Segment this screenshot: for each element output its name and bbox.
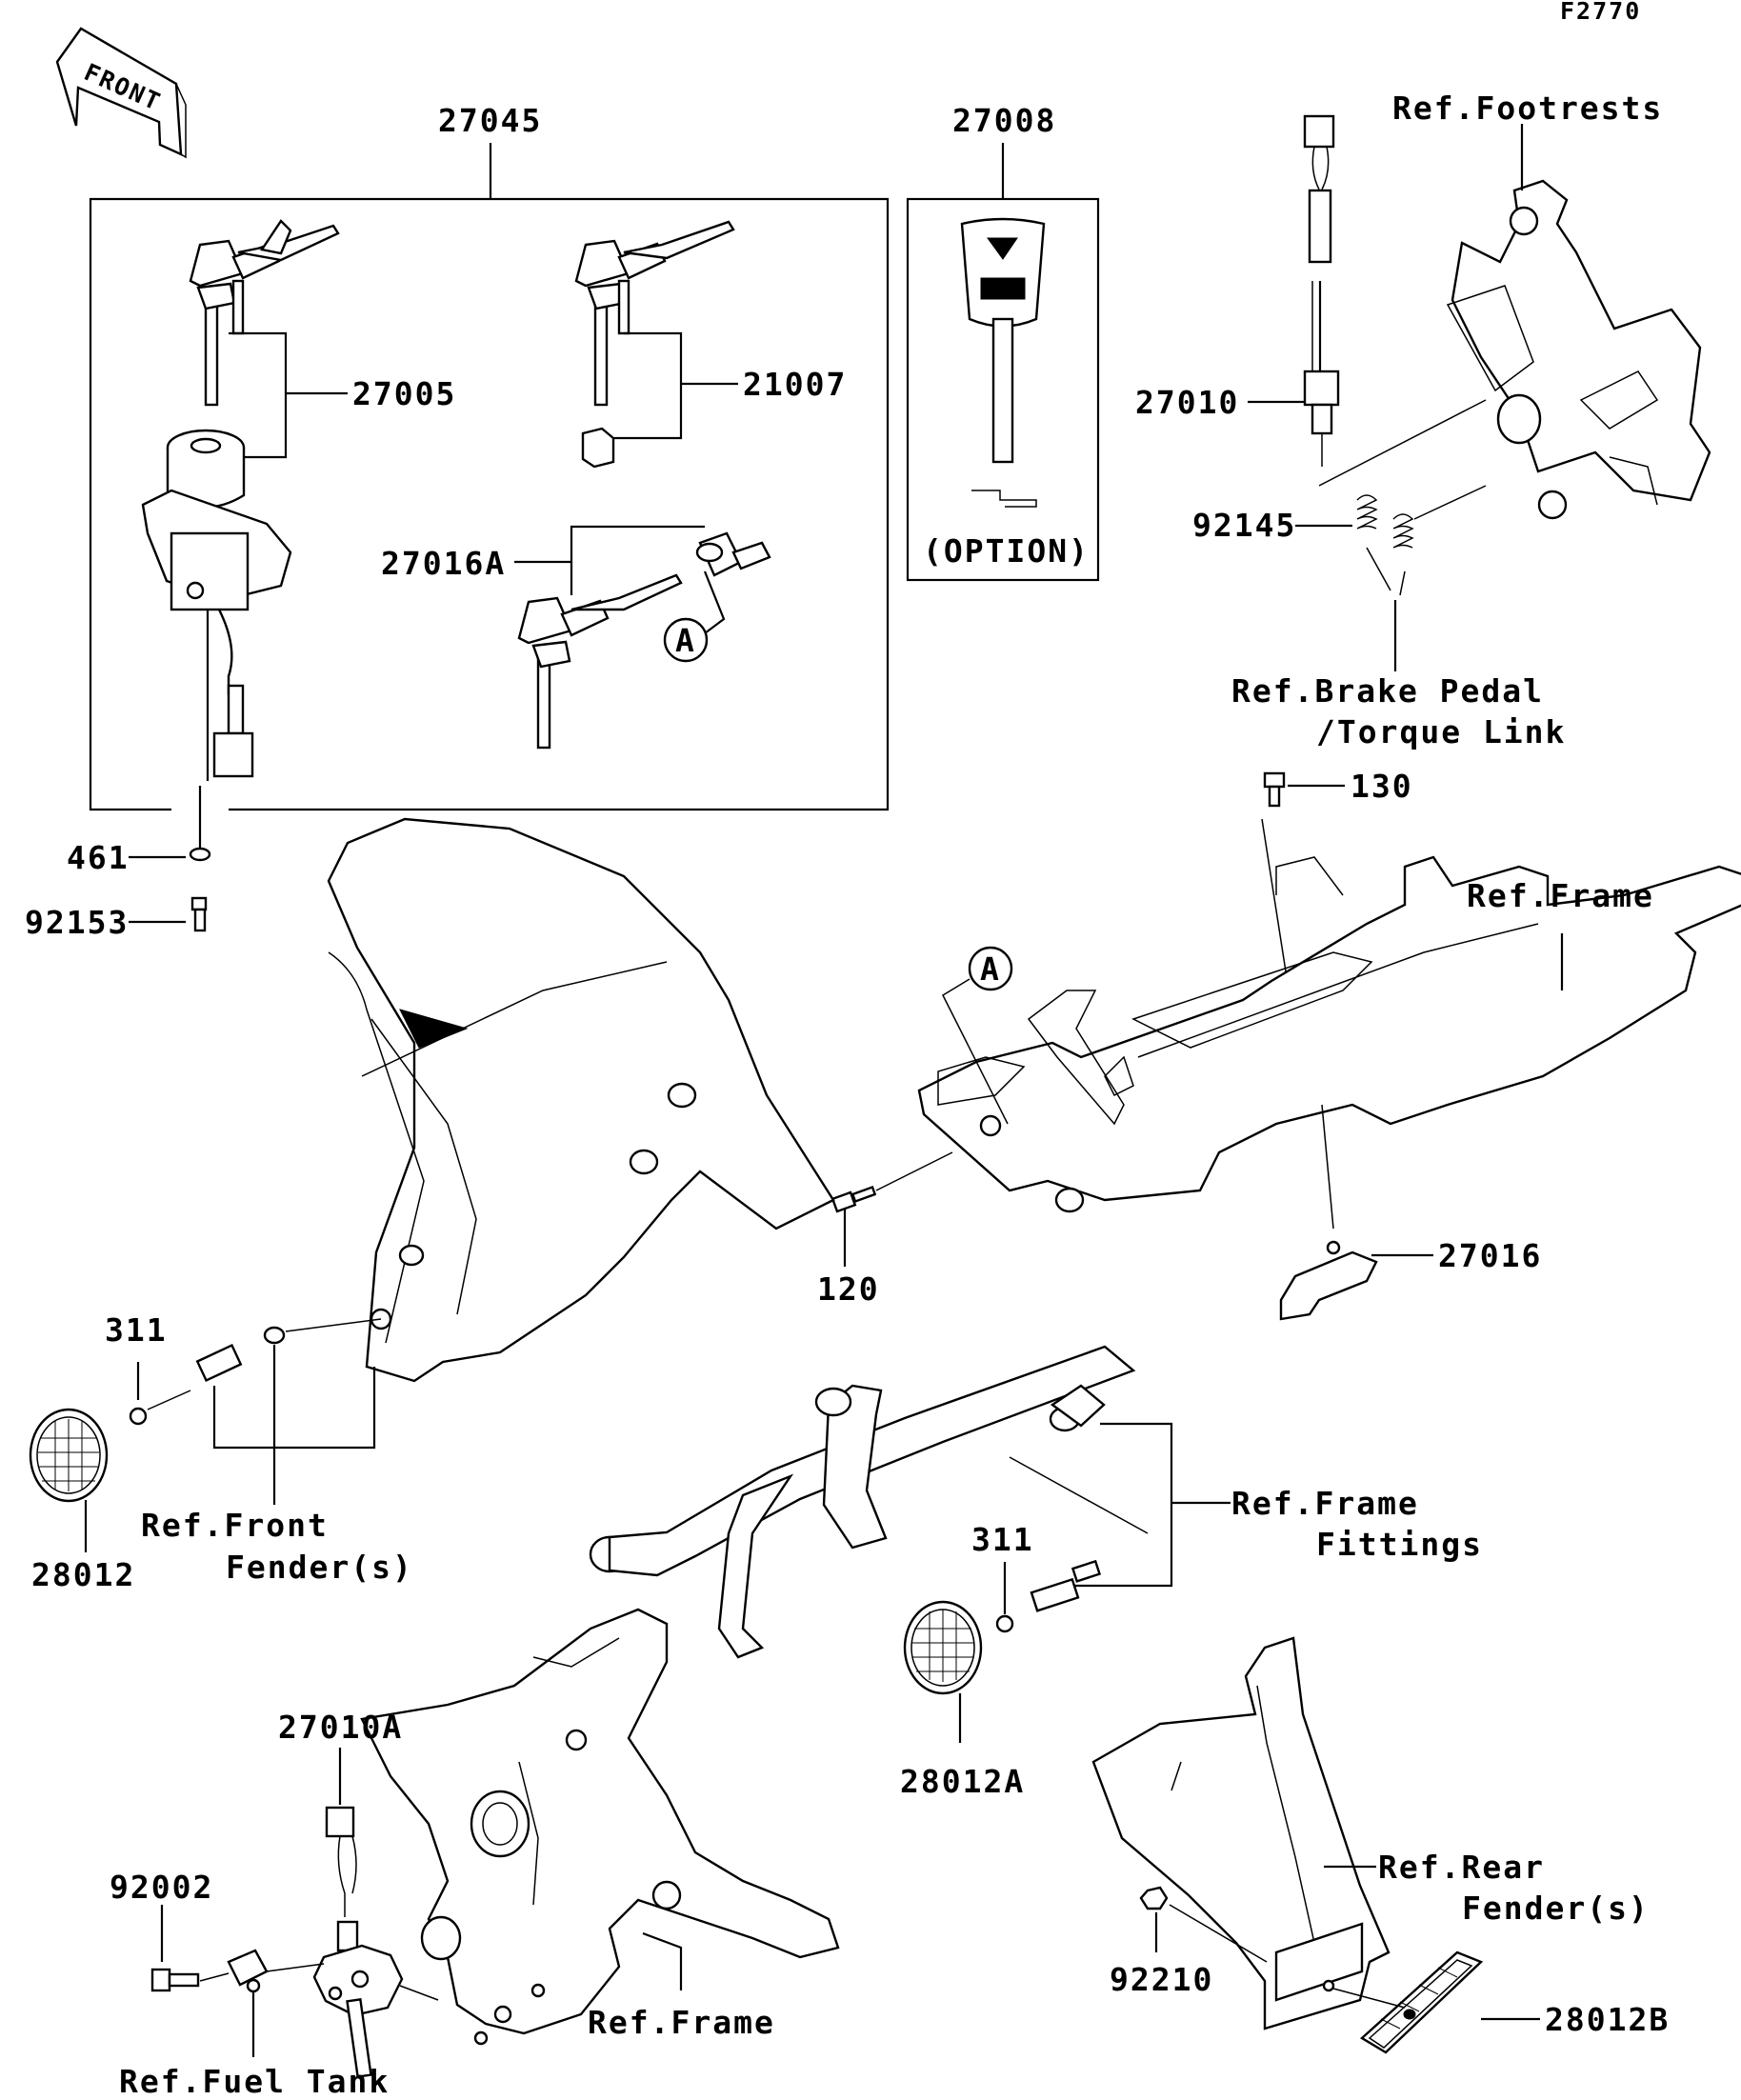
figure-code: F2770 bbox=[1560, 0, 1641, 25]
key-set-27005-icon bbox=[189, 219, 340, 407]
washer-front-icon bbox=[263, 1326, 286, 1345]
part-21007-label: 21007 bbox=[743, 366, 847, 403]
part-27016A-label: 27016A bbox=[381, 545, 506, 582]
nut-311-rear-icon bbox=[995, 1614, 1014, 1633]
seat-lock-key-set-icon bbox=[517, 531, 771, 750]
spacer-front-icon bbox=[195, 1343, 243, 1383]
bolt-120-icon bbox=[830, 1185, 877, 1213]
seat-lock-27016-icon bbox=[1279, 1240, 1378, 1321]
nut-311-front-icon bbox=[129, 1407, 148, 1426]
part-28012A-label: 28012A bbox=[900, 1763, 1025, 1800]
part-27010A-label: 27010A bbox=[278, 1709, 403, 1746]
front-fender-icon bbox=[327, 817, 835, 1383]
ref-brake-pedal-label: Ref.Brake Pedal bbox=[1231, 672, 1544, 710]
ref-frame-fittings-label-2: Fittings bbox=[1316, 1526, 1483, 1563]
part-92145-label: 92145 bbox=[1192, 507, 1296, 544]
ref-footrests-label: Ref.Footrests bbox=[1392, 90, 1663, 127]
ref-front-fender-label-1: Ref.Front bbox=[141, 1507, 329, 1544]
reflector-28012-icon bbox=[29, 1408, 109, 1503]
footrest-bracket-icon bbox=[1446, 179, 1711, 520]
ref-rear-fender-label-2: Fender(s) bbox=[1462, 1890, 1650, 1927]
reflector-28012A-icon bbox=[903, 1600, 983, 1695]
switch-27010-icon bbox=[1303, 114, 1340, 467]
frame-top-icon bbox=[917, 818, 1741, 1230]
clamp-fuel-tank-icon bbox=[227, 1949, 269, 1993]
switch-27010A-icon bbox=[312, 1806, 439, 2078]
part-92002-label: 92002 bbox=[110, 1869, 213, 1906]
ignition-switch-kit-box bbox=[89, 143, 890, 811]
option-label: (OPTION) bbox=[923, 532, 1090, 570]
ref-torque-link-label: /Torque Link bbox=[1316, 713, 1566, 750]
nut-92210-icon bbox=[1139, 1886, 1169, 1910]
key-set-21007-icon bbox=[574, 220, 735, 469]
frame-bottom-icon bbox=[360, 1608, 840, 2046]
detail-a-letter-frame: A bbox=[980, 950, 1001, 988]
part-130-label: 130 bbox=[1351, 768, 1413, 805]
part-311-front-label: 311 bbox=[105, 1311, 168, 1349]
ref-front-fender-label-2: Fender(s) bbox=[226, 1549, 413, 1586]
ref-frame-fittings-label-1: Ref.Frame bbox=[1231, 1485, 1419, 1522]
detail-a-marker-frame bbox=[968, 946, 1013, 991]
ref-fuel-tank-label: Ref.Fuel Tank bbox=[119, 2063, 390, 2100]
part-120-label: 120 bbox=[817, 1270, 880, 1308]
option-key-box: (OPTION) bbox=[906, 143, 1100, 582]
kawasaki-key-icon bbox=[960, 217, 1046, 328]
part-28012-label: 28012 bbox=[31, 1556, 135, 1593]
part-27016-label: 27016 bbox=[1438, 1237, 1542, 1274]
ref-frame-top-label: Ref.Frame bbox=[1467, 877, 1654, 914]
bolt-92153-icon bbox=[190, 896, 208, 932]
ignition-switch-icon bbox=[141, 429, 292, 781]
part-27010-label: 27010 bbox=[1135, 384, 1239, 421]
rear-fender-icon bbox=[1091, 1636, 1391, 2030]
reflector-28012B-icon bbox=[1359, 1950, 1484, 2054]
part-27045-label: 27045 bbox=[438, 102, 542, 139]
bolt-frame-fittings-icon bbox=[1030, 1559, 1102, 1612]
part-461-label: 461 bbox=[67, 839, 130, 876]
frame-fittings-icon bbox=[589, 1345, 1136, 1659]
part-27008-label: 27008 bbox=[952, 102, 1056, 139]
ref-rear-fender-label-1: Ref.Rear bbox=[1378, 1849, 1545, 1886]
part-28012B-label: 28012B bbox=[1545, 2001, 1670, 2038]
part-27005-label: 27005 bbox=[352, 375, 456, 412]
part-311-rear-label: 311 bbox=[971, 1521, 1034, 1558]
bolt-130-icon bbox=[1263, 771, 1286, 808]
part-92210-label: 92210 bbox=[1110, 1961, 1213, 1998]
ref-frame-bottom-label: Ref.Frame bbox=[588, 2004, 775, 2041]
spring-92145-icon bbox=[1356, 494, 1414, 596]
detail-a-marker bbox=[663, 617, 709, 663]
part-92153-label: 92153 bbox=[25, 904, 129, 941]
bolt-92002-icon bbox=[150, 1968, 200, 1992]
washer-461-icon bbox=[189, 847, 211, 862]
front-arrow-icon: FRONT bbox=[55, 27, 187, 159]
detail-a-letter: A bbox=[675, 622, 696, 659]
